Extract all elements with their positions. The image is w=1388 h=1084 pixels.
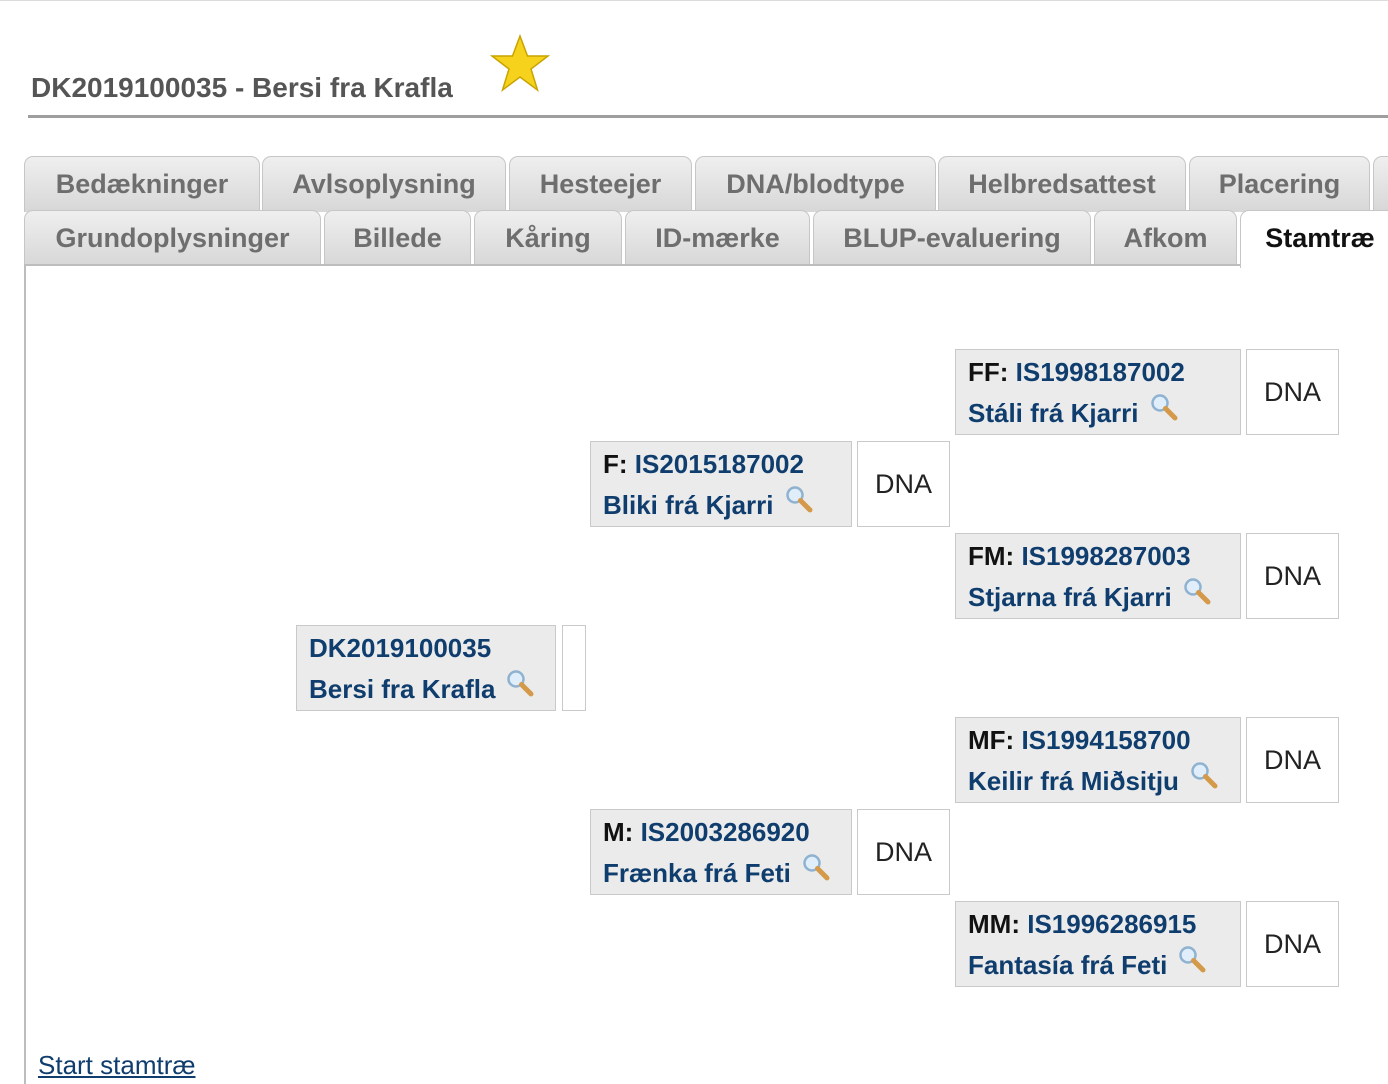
ff-name-link[interactable]: Stáli frá Kjarri <box>968 398 1139 428</box>
sire-name-link[interactable]: Bliki frá Kjarri <box>603 490 774 520</box>
tab-grundoplysninger[interactable]: Grundoplysninger <box>24 210 321 266</box>
tab-blup-evaluering[interactable]: BLUP-evaluering <box>813 210 1091 266</box>
magnifier-icon[interactable] <box>784 484 814 514</box>
mf-dna-button[interactable]: DNA <box>1246 717 1339 803</box>
mf-name-link[interactable]: Keilir frá Miðsitju <box>968 766 1179 796</box>
mm-label: MM: <box>968 909 1020 939</box>
fm-name-link[interactable]: Stjarna frá Kjarri <box>968 582 1172 612</box>
top-rule <box>0 0 1388 1</box>
tab-id-maerke[interactable]: ID-mærke <box>625 210 810 266</box>
fm-label: FM: <box>968 541 1015 571</box>
start-stamtrae-link[interactable]: Start stamtræ <box>38 1050 196 1080</box>
star-icon[interactable] <box>488 32 552 96</box>
subject-horse-box: DK2019100035 Bersi fra Krafla <box>296 625 556 711</box>
title-bar: DK2019100035 - Bersi fra Krafla <box>28 30 1388 118</box>
tab-bedaekninger[interactable]: Bedækninger <box>24 156 260 212</box>
tab-afkom[interactable]: Afkom <box>1094 210 1237 266</box>
magnifier-icon[interactable] <box>1149 392 1179 422</box>
tab-stamtrae[interactable]: Stamtræ <box>1240 210 1388 268</box>
dam-label: M: <box>603 817 634 847</box>
tabs-row-1: Bedækninger Avlsoplysning Hesteejer DNA/… <box>24 156 1388 212</box>
ff-reg-link[interactable]: IS1998187002 <box>1015 357 1185 387</box>
tab-avlsoplysning[interactable]: Avlsoplysning <box>262 156 506 212</box>
maternal-grandsire-box: MF: IS1994158700 Keilir frá Miðsitju <box>955 717 1241 803</box>
tab-placering[interactable]: Placering <box>1189 156 1370 212</box>
page-title: DK2019100035 - Bersi fra Krafla <box>31 72 453 103</box>
ff-label: FF: <box>968 357 1009 387</box>
tab-billede[interactable]: Billede <box>324 210 471 266</box>
magnifier-icon[interactable] <box>505 668 535 698</box>
ff-dna-button[interactable]: DNA <box>1246 349 1339 435</box>
magnifier-icon[interactable] <box>1189 760 1219 790</box>
magnifier-icon[interactable] <box>1182 576 1212 606</box>
tab-hesteejer[interactable]: Hesteejer <box>509 156 692 212</box>
fm-reg-link[interactable]: IS1998287003 <box>1021 541 1191 571</box>
mf-reg-link[interactable]: IS1994158700 <box>1021 725 1191 755</box>
dam-name-link[interactable]: Frænka frá Feti <box>603 858 791 888</box>
dam-reg-link[interactable]: IS2003286920 <box>640 817 810 847</box>
fm-dna-button[interactable]: DNA <box>1246 533 1339 619</box>
sire-box: F: IS2015187002 Bliki frá Kjarri <box>590 441 852 527</box>
sire-dna-button[interactable]: DNA <box>857 441 950 527</box>
sire-reg-link[interactable]: IS2015187002 <box>634 449 804 479</box>
tab-dna-blodtype[interactable]: DNA/blodtype <box>695 156 936 212</box>
mm-reg-link[interactable]: IS1996286915 <box>1027 909 1197 939</box>
mm-name-link[interactable]: Fantasía frá Feti <box>968 950 1168 980</box>
tab-karing[interactable]: Kåring <box>474 210 622 266</box>
tabs-row-2: Grundoplysninger Billede Kåring ID-mærke… <box>24 210 1388 268</box>
subject-dna-box-empty <box>562 625 586 711</box>
subject-reg-link[interactable]: DK2019100035 <box>309 633 492 663</box>
magnifier-icon[interactable] <box>801 852 831 882</box>
paternal-granddam-box: FM: IS1998287003 Stjarna frá Kjarri <box>955 533 1241 619</box>
magnifier-icon[interactable] <box>1177 944 1207 974</box>
tab-overflow[interactable] <box>1373 156 1388 212</box>
dam-box: M: IS2003286920 Frænka frá Feti <box>590 809 852 895</box>
mf-label: MF: <box>968 725 1015 755</box>
subject-name-link[interactable]: Bersi fra Krafla <box>309 674 496 704</box>
dam-dna-button[interactable]: DNA <box>857 809 950 895</box>
paternal-grandsire-box: FF: IS1998187002 Stáli frá Kjarri <box>955 349 1241 435</box>
maternal-granddam-box: MM: IS1996286915 Fantasía frá Feti <box>955 901 1241 987</box>
sire-label: F: <box>603 449 628 479</box>
tab-helbredsattest[interactable]: Helbredsattest <box>938 156 1186 212</box>
mm-dna-button[interactable]: DNA <box>1246 901 1339 987</box>
